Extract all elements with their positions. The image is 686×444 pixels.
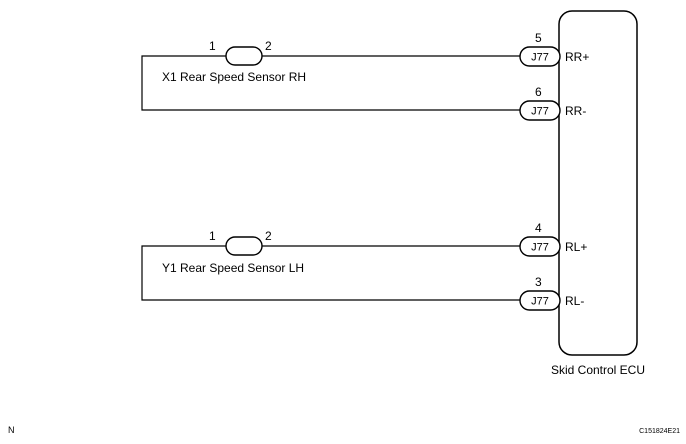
sensor-lh-pin2: 2 [265, 229, 272, 243]
sensor-rh-pin1: 1 [209, 39, 216, 53]
ecu-label: Skid Control ECU [551, 363, 645, 377]
j77-connector [519, 290, 561, 311]
pin-number: 4 [535, 221, 542, 235]
connector-label: J77 [531, 296, 549, 308]
pin-number: 3 [535, 275, 542, 289]
rh-sensor-circuit: 1 2 X1 Rear Speed Sensor RH [141, 39, 520, 111]
ecu-box [558, 10, 638, 356]
lh-sensor-circuit: 1 2 Y1 Rear Speed Sensor LH [141, 229, 520, 301]
wire-rl-minus [141, 245, 520, 301]
sensor-rh-label: X1 Rear Speed Sensor RH [162, 70, 306, 84]
ecu-pin-rl-minus: J77 3 RL- [519, 275, 584, 311]
j77-connector [519, 100, 561, 121]
sensor-rh-pin2: 2 [265, 39, 272, 53]
pin-number: 5 [535, 31, 542, 45]
sensor-lh-pin1: 1 [209, 229, 216, 243]
figure-code: C151824E21 [639, 428, 680, 435]
connector-label: J77 [531, 242, 549, 254]
sensor-rh-connector [225, 46, 263, 66]
j77-connector [519, 46, 561, 67]
j77-connector [519, 236, 561, 257]
pin-name: RR+ [565, 50, 589, 64]
connector-label: J77 [531, 52, 549, 64]
connector-label: J77 [531, 106, 549, 118]
ecu-pin-rr-minus: J77 6 RR- [519, 85, 586, 121]
footer-left-mark: N [8, 425, 15, 435]
wire-rr-minus [141, 55, 520, 111]
sensor-lh-label: Y1 Rear Speed Sensor LH [162, 261, 304, 275]
sensor-lh-connector [225, 236, 263, 256]
ecu-pin-rr-plus: J77 5 RR+ [519, 31, 589, 67]
ecu-pin-rl-plus: J77 4 RL+ [519, 221, 587, 257]
pin-name: RL+ [565, 240, 587, 254]
pin-name: RL- [565, 294, 584, 308]
pin-number: 6 [535, 85, 542, 99]
pin-name: RR- [565, 104, 586, 118]
